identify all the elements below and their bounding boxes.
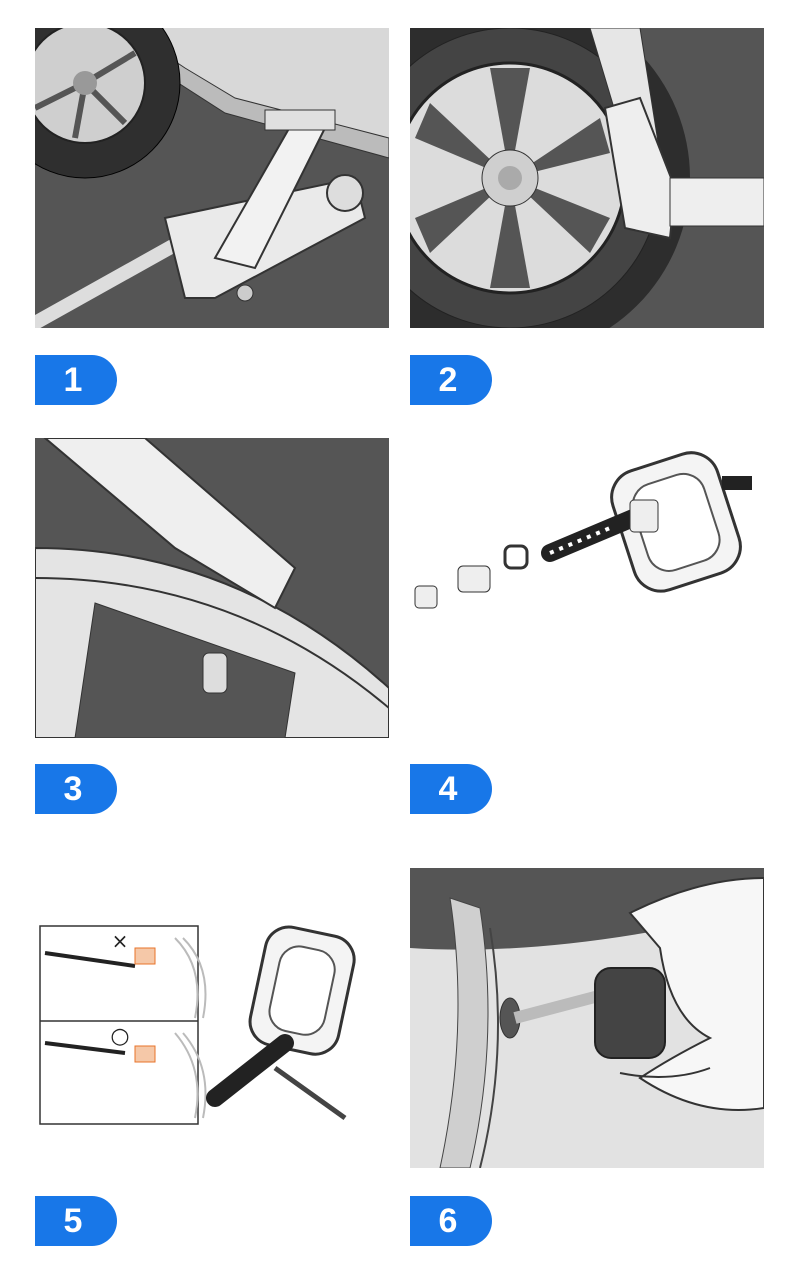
step-1-badge: 1 [35,355,117,405]
step-5-illustration: × ○ [35,868,389,1168]
step-2-illustration [410,28,764,328]
step-3-badge: 3 [35,764,117,814]
step-6-badge: 6 [410,1196,492,1246]
step-3-illustration [35,438,389,738]
step-1-illustration [35,28,389,328]
step-2-badge: 2 [410,355,492,405]
step-5-badge: 5 [35,1196,117,1246]
step-6-illustration [410,868,764,1168]
right-mark: ○ [110,1024,129,1049]
step-4-badge: 4 [410,764,492,814]
wrong-mark: × [112,929,129,953]
step-4-illustration [410,438,764,738]
